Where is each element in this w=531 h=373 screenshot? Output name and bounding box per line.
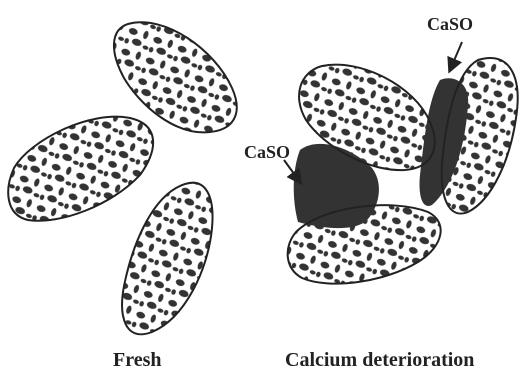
caso-label-left: CaSO (244, 142, 290, 162)
caso-label-top: CaSO (427, 14, 473, 34)
fresh-cell-bottom (122, 183, 212, 335)
deterioration-label: Calcium deterioration (285, 349, 474, 371)
fresh-label: Fresh (113, 349, 162, 371)
fresh-cell-left (8, 117, 153, 221)
deteriorated-cell-group (284, 42, 518, 284)
fresh-cell-top (114, 22, 237, 132)
fresh-cell-group (8, 22, 237, 334)
caso-top-arrow (450, 42, 462, 70)
